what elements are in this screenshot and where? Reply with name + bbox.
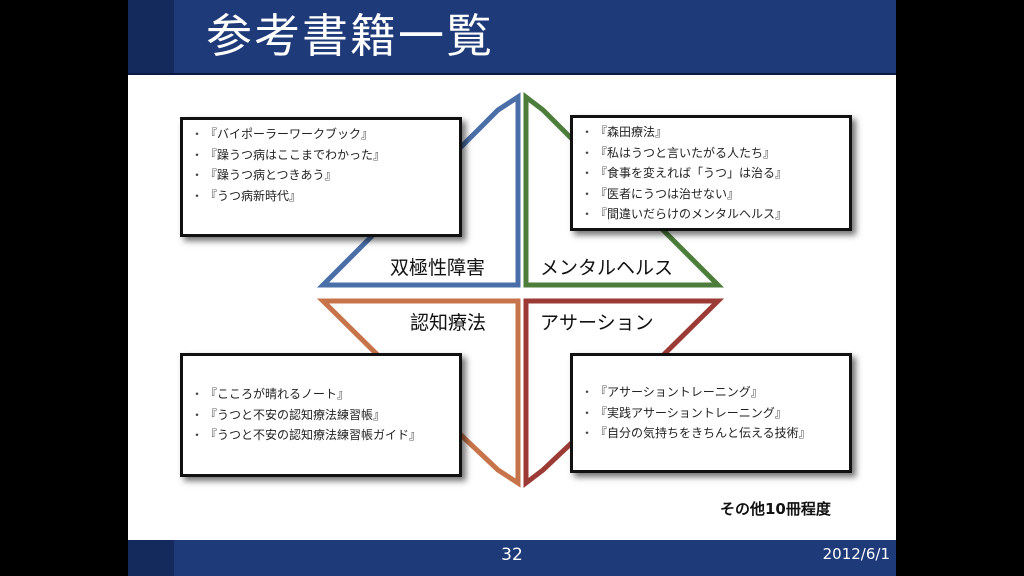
book-list-mental: ・『森田療法』 ・『私はうつと言いたがる人たち』 ・『食事を変えれば「うつ」は治… (570, 115, 852, 231)
list-item: ・『バイポーラーワークブック』 (191, 127, 374, 141)
footer-bar (128, 540, 896, 576)
quadrant-arrow-bipolar (316, 92, 521, 288)
book-list-bipolar: ・『バイポーラーワークブック』 ・『躁うつ病はここまでわかった』 ・『躁うつ病と… (180, 117, 462, 237)
category-label-mental: メンタルヘルス (540, 257, 674, 279)
title-bar-accent (128, 0, 174, 73)
book-list-cbt: ・『こころが晴れるノート』 ・『うつと不安の認知療法練習帳』 ・『うつと不安の認… (180, 353, 462, 477)
list-item: ・『うつと不安の認知療法練習帳ガイド』 (191, 428, 422, 442)
list-item: ・『医者にうつは治せない』 (581, 186, 740, 201)
other-books-note: その他10冊程度 (720, 500, 831, 518)
book-list-assertion: ・『アサーショントレーニング』 ・『実践アサーショントレーニング』 ・『自分の気… (570, 353, 852, 473)
list-item: ・『間違いだらけのメンタルヘルス』 (581, 207, 788, 221)
title-bar (128, 0, 896, 73)
quadrant-diagram (316, 91, 725, 489)
slide-title: 参考書籍一覧 (206, 9, 494, 63)
list-item: ・『アサーショントレーニング』 (581, 385, 763, 399)
title-divider (128, 73, 896, 75)
list-item: ・『うつ病新時代』 (191, 188, 302, 203)
category-label-cbt: 認知療法 (410, 312, 487, 334)
list-item: ・『森田療法』 (581, 125, 668, 139)
list-item: ・『私はうつと言いたがる人たち』 (581, 145, 776, 160)
page-number: 32 (501, 545, 523, 565)
list-item: ・『うつと不安の認知療法練習帳』 (191, 407, 386, 422)
list-item: ・『実践アサーショントレーニング』 (581, 405, 787, 420)
footer-bar-accent (128, 540, 174, 576)
slide-date: 2012/6/1 (822, 545, 890, 563)
slide: 参考書籍一覧 双極性障害 メンタルヘルス 認知療法 アサーション ・『バイポーラ… (128, 0, 896, 576)
category-label-assertion: アサーション (540, 312, 654, 334)
list-item: ・『こころが晴れるノート』 (191, 387, 350, 401)
list-item: ・『躁うつ病とつきあう』 (191, 168, 337, 182)
list-item: ・『食事を変えれば「うつ」は治る』 (581, 166, 788, 180)
list-item: ・『躁うつ病はここまでわかった』 (191, 147, 386, 162)
list-item: ・『自分の気持ちをきちんと伝える技術』 (581, 426, 811, 440)
quadrant-arrow-mental (523, 91, 725, 288)
category-label-bipolar: 双極性障害 (390, 257, 486, 279)
